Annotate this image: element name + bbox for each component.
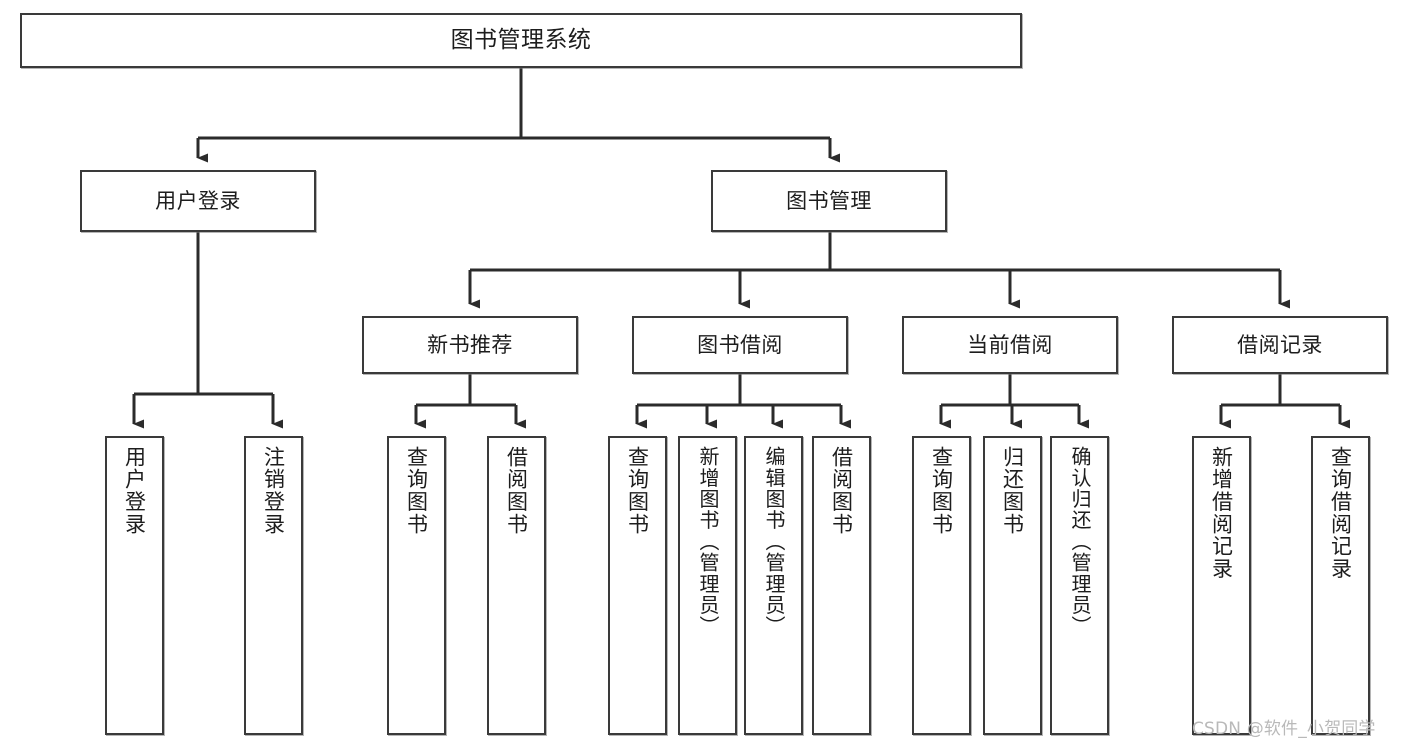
node-leaf-borrow-book-1[interactable]: 借阅图书 <box>487 436 546 735</box>
node-new-book-rec-label: 新书推荐 <box>427 332 513 357</box>
node-leaf-user-login[interactable]: 用户登录 <box>105 436 164 735</box>
node-root[interactable]: 图书管理系统 <box>20 13 1022 68</box>
node-leaf-logout-label: 注销登录 <box>261 446 286 536</box>
node-borrow-record[interactable]: 借阅记录 <box>1172 316 1388 374</box>
node-leaf-edit-book-label: 编辑图书（管理员） <box>762 446 786 637</box>
node-book-borrow-label: 图书借阅 <box>697 332 783 357</box>
node-leaf-query-record[interactable]: 查询借阅记录 <box>1311 436 1370 735</box>
node-leaf-return-book-label: 归还图书 <box>1000 446 1025 536</box>
node-leaf-logout[interactable]: 注销登录 <box>244 436 303 735</box>
node-user-login-label: 用户登录 <box>155 188 241 213</box>
node-leaf-add-record[interactable]: 新增借阅记录 <box>1192 436 1251 735</box>
node-leaf-query-book-3-label: 查询图书 <box>929 446 954 536</box>
node-book-manage-label: 图书管理 <box>786 188 872 213</box>
node-leaf-query-book-1[interactable]: 查询图书 <box>387 436 446 735</box>
node-current-borrow[interactable]: 当前借阅 <box>902 316 1118 374</box>
node-root-label: 图书管理系统 <box>450 26 592 53</box>
node-leaf-return-book[interactable]: 归还图书 <box>983 436 1042 735</box>
node-leaf-confirm-return-label: 确认归还（管理员） <box>1068 446 1092 637</box>
node-leaf-borrow-book-2[interactable]: 借阅图书 <box>812 436 871 735</box>
node-leaf-query-record-label: 查询借阅记录 <box>1328 446 1353 580</box>
node-leaf-borrow-book-2-label: 借阅图书 <box>829 446 854 536</box>
node-leaf-confirm-return[interactable]: 确认归还（管理员） <box>1050 436 1109 735</box>
node-leaf-query-book-1-label: 查询图书 <box>404 446 429 536</box>
node-book-borrow[interactable]: 图书借阅 <box>632 316 848 374</box>
node-user-login[interactable]: 用户登录 <box>80 170 316 232</box>
node-leaf-query-book-3[interactable]: 查询图书 <box>912 436 971 735</box>
node-leaf-add-book[interactable]: 新增图书（管理员） <box>678 436 737 735</box>
node-leaf-query-book-2[interactable]: 查询图书 <box>608 436 667 735</box>
node-new-book-rec[interactable]: 新书推荐 <box>362 316 578 374</box>
node-leaf-add-record-label: 新增借阅记录 <box>1209 446 1234 580</box>
node-leaf-edit-book[interactable]: 编辑图书（管理员） <box>744 436 803 735</box>
node-leaf-query-book-2-label: 查询图书 <box>625 446 650 536</box>
node-current-borrow-label: 当前借阅 <box>967 332 1053 357</box>
node-leaf-user-login-label: 用户登录 <box>122 446 147 536</box>
node-book-manage[interactable]: 图书管理 <box>711 170 947 232</box>
node-borrow-record-label: 借阅记录 <box>1237 332 1323 357</box>
node-leaf-add-book-label: 新增图书（管理员） <box>696 446 720 637</box>
node-leaf-borrow-book-1-label: 借阅图书 <box>504 446 529 536</box>
